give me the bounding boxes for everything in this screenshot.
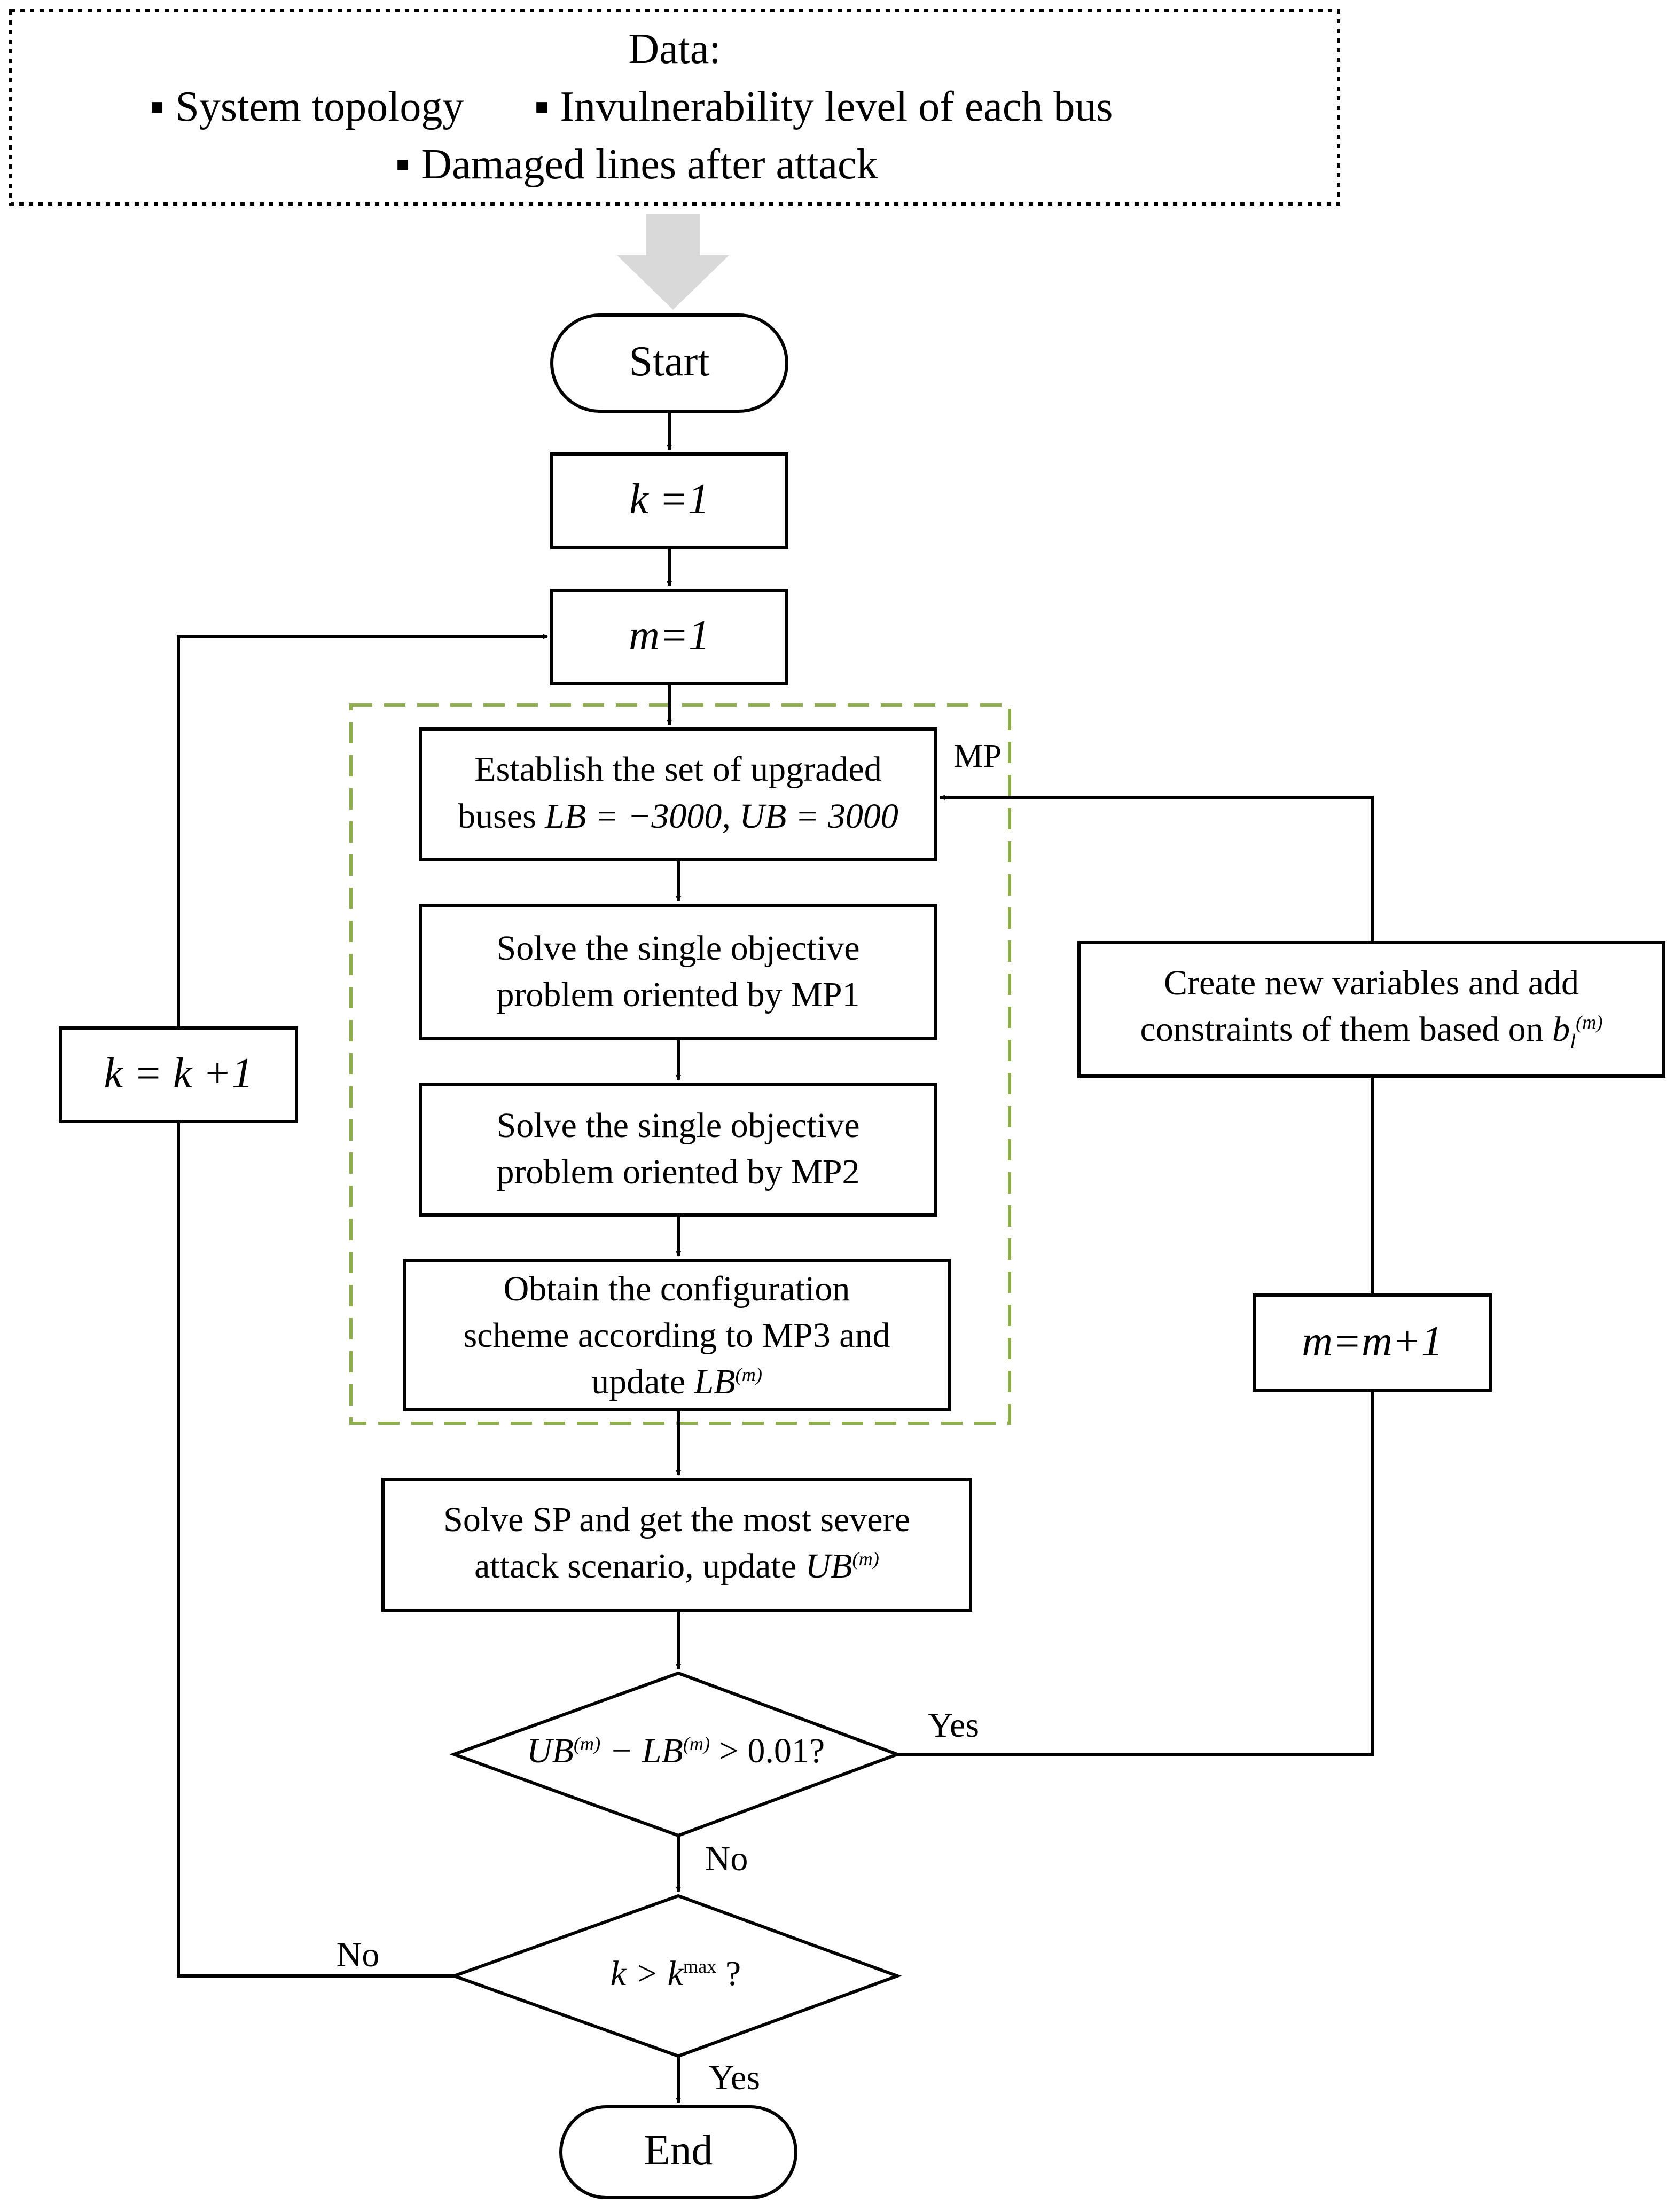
k-init-box [550, 452, 788, 549]
edge-label-no-k: No [336, 1935, 380, 1974]
start-label: Start [629, 338, 710, 385]
loop-yes-to-m-update [897, 1390, 1374, 1756]
edge-label-yes-k: Yes [708, 2058, 761, 2097]
solve-sp-box [381, 1478, 972, 1612]
solve-sp-line1: Solve SP and get the most severe [443, 1500, 910, 1539]
data-item-system-topology: ▪ System topology [150, 83, 464, 130]
establish-box [419, 727, 937, 861]
end-terminal [559, 2105, 797, 2199]
establish-label-line1: Establish the set of upgraded [474, 750, 882, 789]
big-input-arrow [617, 214, 729, 310]
obtain-box [403, 1259, 951, 1411]
edge-label-yes-gap: Yes [927, 1706, 980, 1745]
solve-mp1-box [419, 904, 937, 1040]
mp-group-frame [349, 703, 1011, 1425]
gap-check-label: UB(m) − LB(m) > 0.01? [526, 1731, 825, 1770]
loop-k-update-to-m [177, 634, 548, 1028]
k-init-label: k =1 [629, 476, 709, 523]
m-update-label: m=m+1 [1302, 1318, 1443, 1365]
k-update-label: k = k +1 [104, 1050, 253, 1097]
establish-label-line2: buses LB = −3000, UB = 3000 [458, 797, 898, 836]
solve-mp2-box [419, 1083, 937, 1217]
obtain-line2: scheme according to MP3 and [463, 1316, 890, 1355]
data-item-damaged-lines: ▪ Damaged lines after attack [395, 141, 878, 188]
mp-group-tag: MP [953, 738, 1002, 774]
obtain-line1: Obtain the configuration [503, 1269, 850, 1308]
solve-mp1-line1: Solve the single objective [496, 929, 860, 968]
data-box [9, 9, 1340, 206]
k-check-label: k > kmax ? [610, 1954, 741, 1993]
obtain-line3: update LB(m) [591, 1362, 762, 1401]
solve-sp-line2: attack scenario, update UB(m) [474, 1547, 879, 1586]
m-init-label: m=1 [629, 612, 710, 659]
solve-mp1-line2: problem oriented by MP1 [496, 975, 860, 1014]
solve-mp2-line1: Solve the single objective [496, 1106, 860, 1145]
data-box-title: Data: [628, 26, 721, 73]
create-line1: Create new variables and add [1164, 963, 1579, 1002]
solve-mp2-line2: problem oriented by MP2 [496, 1152, 860, 1191]
end-label: End [644, 2127, 713, 2174]
loop-no-to-k-update [177, 1121, 454, 1978]
loop-create-to-establish [940, 795, 1374, 943]
m-update-box [1253, 1293, 1492, 1392]
create-box [1077, 941, 1665, 1078]
data-item-invulnerability: ▪ Invulnerability level of each bus [534, 83, 1113, 130]
edge-label-no-gap: No [705, 1839, 748, 1878]
create-line2: constraints of them based on bl(m) [1140, 1010, 1603, 1054]
